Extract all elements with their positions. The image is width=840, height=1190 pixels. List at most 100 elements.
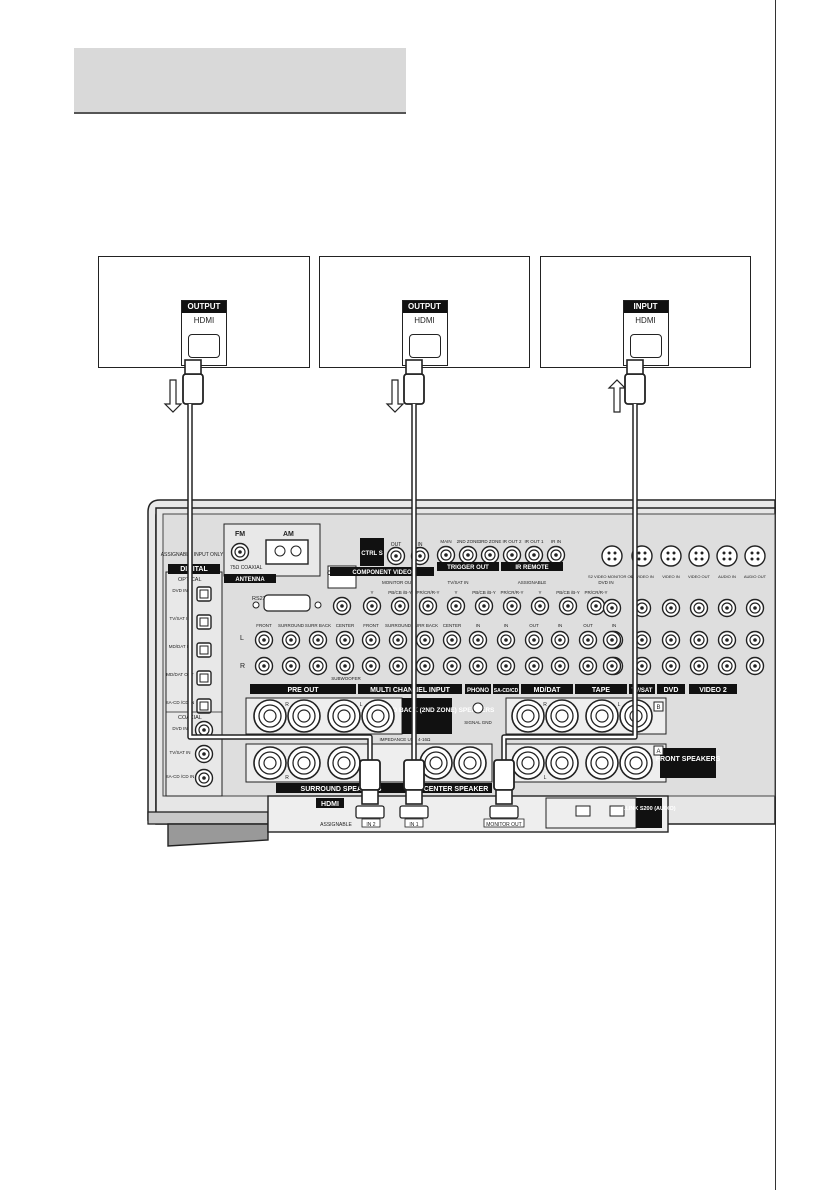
in-out-label: IN [558, 623, 563, 628]
video-jack-label: VIDEO OUT [688, 574, 711, 579]
speaker-terminal-icon [545, 699, 579, 733]
speaker-side-label: R [543, 702, 547, 708]
antenna-label: ANTENNA [235, 577, 265, 583]
in-out-label: OUT [529, 623, 539, 628]
component-jack-label: PB/CB /B-Y [556, 590, 580, 595]
rca-jack-icon [502, 596, 522, 616]
component-group-label: MONITOR OUT [382, 580, 414, 585]
optical-jack-icon [196, 642, 212, 658]
rca-jack-icon [530, 596, 550, 616]
pre-out-label: PRE OUT [287, 687, 319, 694]
rca-jack-icon [335, 656, 355, 676]
component-video-label: COMPONENT VIDEO [352, 570, 412, 576]
component-group-label: ASSIGNABLE [518, 580, 547, 585]
port-name: HDMI [635, 316, 656, 325]
rca-jack-icon [418, 596, 438, 616]
trigger-out-label: TRIGGER OUT [447, 565, 489, 571]
speaker-terminal-icon [327, 699, 361, 733]
surround-back-label: SURROUND BACK (2ND ZONE) SPEAKERS [360, 707, 495, 714]
speaker-terminal-icon [287, 699, 321, 733]
video-jack-label: S2 VIDEO IN [630, 574, 654, 579]
in-out-label: OUT [583, 623, 593, 628]
row-label-r: R [240, 663, 245, 670]
ctrl-s-label: CTRL S [361, 551, 383, 557]
rca-jack-icon [446, 596, 466, 616]
s-video-jack-icon [716, 545, 738, 567]
video-jack-label: S2 VIDEO MONITOR OUT [588, 574, 636, 579]
speaker-terminal-icon [287, 746, 321, 780]
hdmi-socket-icon [629, 334, 662, 358]
rca-jack-icon [496, 630, 516, 650]
rca-jack-icon [524, 630, 544, 650]
pre-out-column-label: CENTER [336, 623, 355, 628]
speaker-terminal-icon [453, 746, 487, 780]
rca-jack-icon [281, 656, 301, 676]
row-label-l: L [240, 635, 244, 642]
optical-jack-icon [196, 670, 212, 686]
component-jack-label: Y [370, 590, 373, 595]
optical-jack-label: TV/SAT IN [169, 616, 190, 621]
s-video-jack-icon [744, 545, 766, 567]
rca-jack-icon [390, 596, 410, 616]
component-jack-label: Y [538, 590, 541, 595]
speaker-side-label: L [360, 702, 363, 708]
optical-jack-label: MD/DAT OUT [166, 672, 194, 677]
rca-jack-icon [550, 656, 570, 676]
source-device-2: OUTPUT HDMI [319, 256, 530, 368]
component-jack-label: PR/CR/R-Y [584, 590, 607, 595]
video-jack-label: AUDIO IN [718, 574, 736, 579]
hdmi-socket-icon [188, 334, 220, 358]
rca-jack-icon [361, 630, 381, 650]
ir-jack-label: IR IN [551, 539, 561, 544]
hdmi-monitor-out-label: MONITOR OUT [486, 822, 521, 828]
port-tag: OUTPUT [182, 301, 226, 313]
speaker-terminal-icon [585, 746, 619, 780]
hdmi-output-port: OUTPUT HDMI [181, 300, 227, 366]
component-jack-label: PR/CR/R-Y [416, 590, 439, 595]
rca-jack-icon [717, 630, 737, 650]
port-name: HDMI [193, 316, 215, 325]
multi-channel-column-label: SURROUND [385, 623, 412, 628]
speaker-terminal-icon [545, 746, 579, 780]
display-device: INPUT HDMI [540, 256, 751, 368]
multi-channel-label: MULTI CHANNEL INPUT [370, 687, 451, 694]
sacd-label: SA-CD/CD [494, 688, 519, 694]
video2-label: VIDEO 2 [699, 687, 727, 694]
rca-jack-icon [524, 545, 544, 565]
rca-jack-icon [362, 596, 382, 616]
rca-jack-icon [546, 545, 566, 565]
speaker-b-label: B [656, 705, 660, 711]
speaker-terminal-icon [511, 699, 545, 733]
impedance-label: IMPEDANCE USE 4-16Ω [380, 737, 432, 742]
signal-direction-arrows [163, 379, 627, 413]
video-jack-label: AUDIO OUT [744, 574, 767, 579]
rca-jack-icon [468, 630, 488, 650]
rca-jack-icon [335, 630, 355, 650]
rca-jack-icon [745, 598, 765, 618]
rca-jack-icon [661, 598, 681, 618]
rca-jack-icon [254, 630, 274, 650]
component-jack-label: PB/CB /B-Y [472, 590, 496, 595]
rca-jack-icon [415, 630, 435, 650]
speaker-terminal-icon [253, 746, 287, 780]
rca-jack-icon [578, 656, 598, 676]
rca-jack-icon [586, 596, 606, 616]
rca-jack-icon [502, 545, 522, 565]
hdmi-in2-label: IN 2 [366, 822, 375, 828]
component-jack-label: PB/CB /B-Y [388, 590, 412, 595]
coaxial-jack-label: TV/SAT IN [169, 750, 190, 755]
rca-jack-icon [689, 598, 709, 618]
rca-jack-icon [281, 630, 301, 650]
rca-jack-icon [717, 598, 737, 618]
trigger-jack-label: MAIN [440, 539, 451, 544]
rca-jack-icon [474, 596, 494, 616]
rca-jack-icon [689, 656, 709, 676]
speaker-terminal-icon [511, 746, 545, 780]
optical-jack-label: DVD IN [172, 588, 187, 593]
hdmi-section-label: HDMI [321, 801, 339, 808]
tv-sat-label: TV/SAT [632, 688, 653, 694]
pre-out-column-label: FRONT [256, 623, 272, 628]
speaker-terminal-icon [585, 699, 619, 733]
ctrl-s-jack-label: OUT [391, 542, 402, 548]
